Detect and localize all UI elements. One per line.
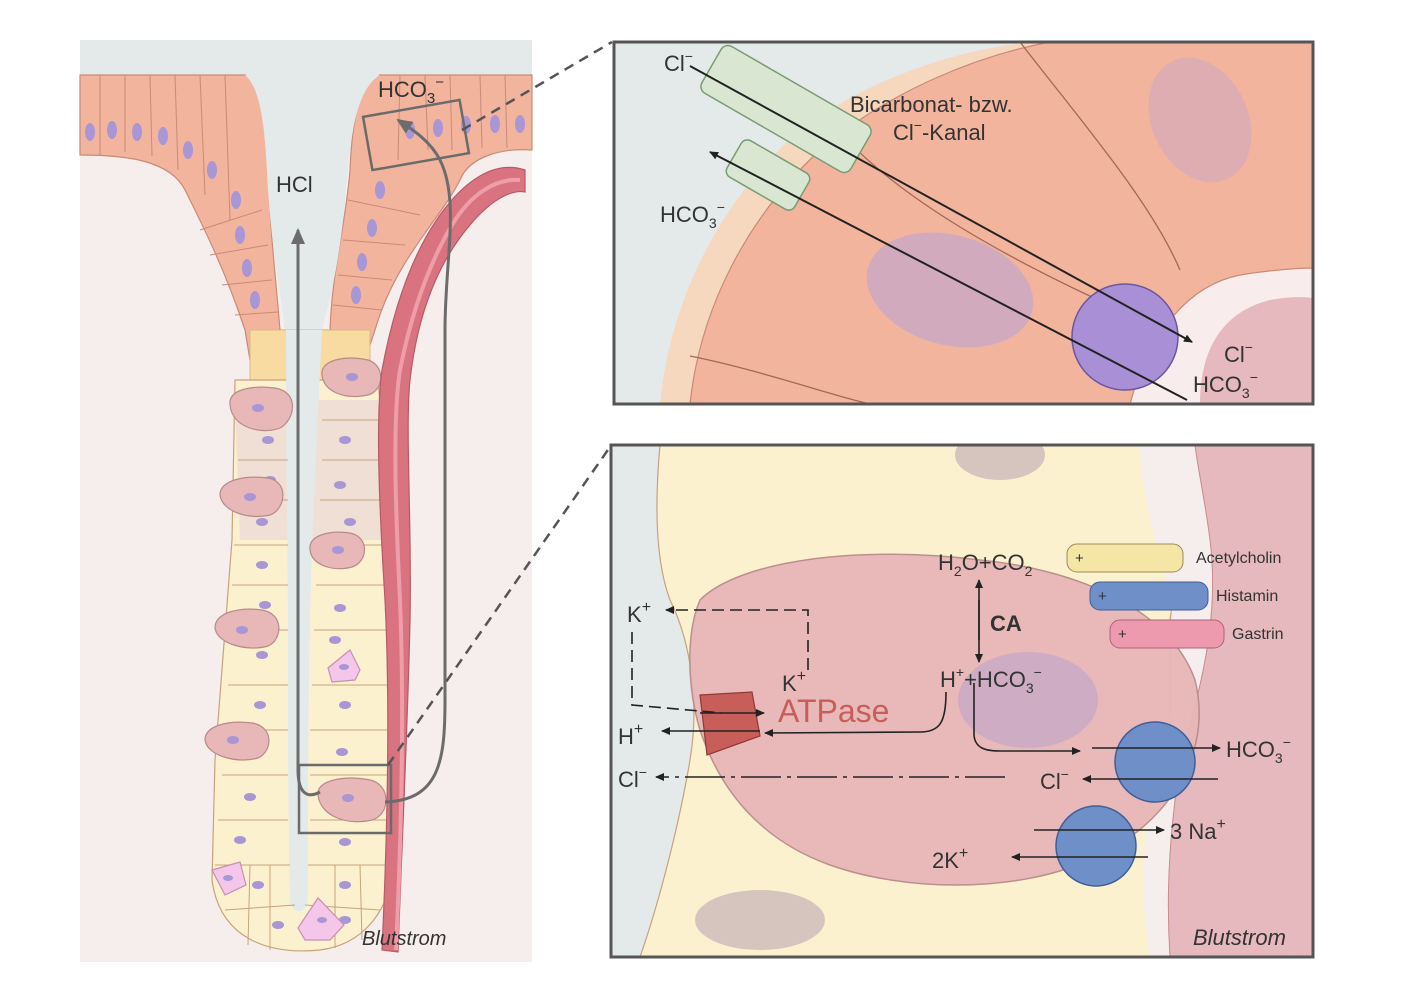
- bicarbonate-channel-large: [700, 44, 872, 174]
- anion-exchanger: [1071, 283, 1179, 391]
- na-k-atpase: [1055, 805, 1137, 887]
- cl-out-label: Cl−: [618, 764, 647, 792]
- gland-lumen: [286, 330, 322, 912]
- zoom-connectors: [386, 40, 613, 766]
- blood-vessel: [377, 166, 526, 953]
- legend-acetylcholine-sign: +: [1075, 550, 1084, 567]
- parietal-cell-nucleus: [958, 652, 1098, 748]
- chief-nuclei: [223, 664, 349, 923]
- h2o-co2-label: H2O+CO2: [938, 550, 1033, 579]
- hco3-right-label: HCO3−: [1226, 734, 1291, 766]
- legend-gastrin-label: Gastrin: [1232, 626, 1284, 643]
- bottom-zoom-panel: + + + Acetylcholin Histamin Gastrin H2O+…: [611, 445, 1313, 957]
- parietal-nuclei: [227, 373, 358, 802]
- channel-label-line1: Bicarbonat- bzw.: [850, 92, 1013, 117]
- top-zoom-nucleus-2: [1148, 57, 1252, 183]
- legend-histamine-label: Histamin: [1216, 588, 1278, 605]
- hcl-label: HCl: [276, 172, 313, 197]
- k-recycle-loop: [665, 606, 809, 670]
- hco3-label: HCO3−: [378, 74, 444, 107]
- bottom-zoom-nucleus-bottom: [695, 890, 825, 950]
- epithelium-nuclei: [85, 115, 525, 309]
- top-hco3-label: HCO3−: [660, 199, 725, 231]
- blood-flow-label-right: Blutstrom: [1193, 925, 1286, 950]
- cl-hco3-exchanger: [1114, 721, 1196, 803]
- k-out-label: K+: [627, 599, 651, 627]
- hco3-out-arrow: [973, 683, 1081, 755]
- top-zoom-panel: Cl− Bicarbonat- bzw. Cl−-Kanal HCO3− Cl−…: [614, 42, 1313, 404]
- ca-label: CA: [990, 611, 1022, 636]
- cl-transport-arrow: [689, 65, 1193, 343]
- h-out-label: H+: [618, 721, 643, 749]
- k-in-label: K+: [782, 668, 806, 696]
- blood-flow-label-left: Blutstrom: [362, 928, 446, 950]
- top-out-cl-label: Cl−: [1224, 339, 1253, 367]
- legend-histamine-sign: +: [1098, 588, 1107, 605]
- zoom-box-bottom: [297, 763, 393, 835]
- gland-nuclei: [234, 436, 371, 929]
- legend-histamine-pill: [1089, 581, 1209, 611]
- cl-right-label: Cl−: [1040, 766, 1069, 794]
- hco3-transport-arrow-top: [709, 151, 1188, 401]
- gland-cell-borders: [215, 419, 395, 950]
- blood-vessel-highlight: [393, 177, 521, 951]
- top-zoom-frame: [612, 40, 1315, 406]
- zoom-box-top: [361, 98, 471, 172]
- channel-label-line2: Cl−-Kanal: [893, 117, 986, 145]
- hco3-transport-arrow: [384, 118, 452, 804]
- top-zoom-nucleus-1: [866, 232, 1034, 348]
- na-right-label: 3 Na+: [1170, 816, 1226, 844]
- bottom-zoom-frame: [609, 443, 1315, 959]
- h-hco3-label: H++HCO3−: [940, 664, 1042, 696]
- top-out-hco3-label: HCO3−: [1193, 369, 1258, 401]
- bottom-zoom-nucleus-top: [955, 445, 1045, 480]
- legend-acetylcholine-label: Acetylcholin: [1196, 550, 1281, 567]
- top-zoom-interstitium: [1200, 297, 1313, 404]
- gastric-pit-lumen: [245, 75, 380, 330]
- top-cl-label: Cl−: [664, 48, 693, 76]
- atpase-label: ATPase: [778, 693, 889, 729]
- legend-gastrin-sign: +: [1118, 626, 1127, 643]
- k-reentry-loop: [631, 632, 723, 714]
- h-to-pump-arrow: [764, 691, 947, 737]
- top-zoom-cell-borders: [689, 42, 1181, 404]
- legend-acetylcholine-pill: [1066, 543, 1184, 573]
- k2-left-label: 2K+: [932, 845, 968, 873]
- left-panel: HCl HCO3− Blutstrom: [79, 40, 533, 962]
- legend-gastrin-pill: [1109, 619, 1225, 649]
- proton-pump-atpase: [699, 691, 761, 756]
- epithelium-cell-borders: [99, 74, 508, 316]
